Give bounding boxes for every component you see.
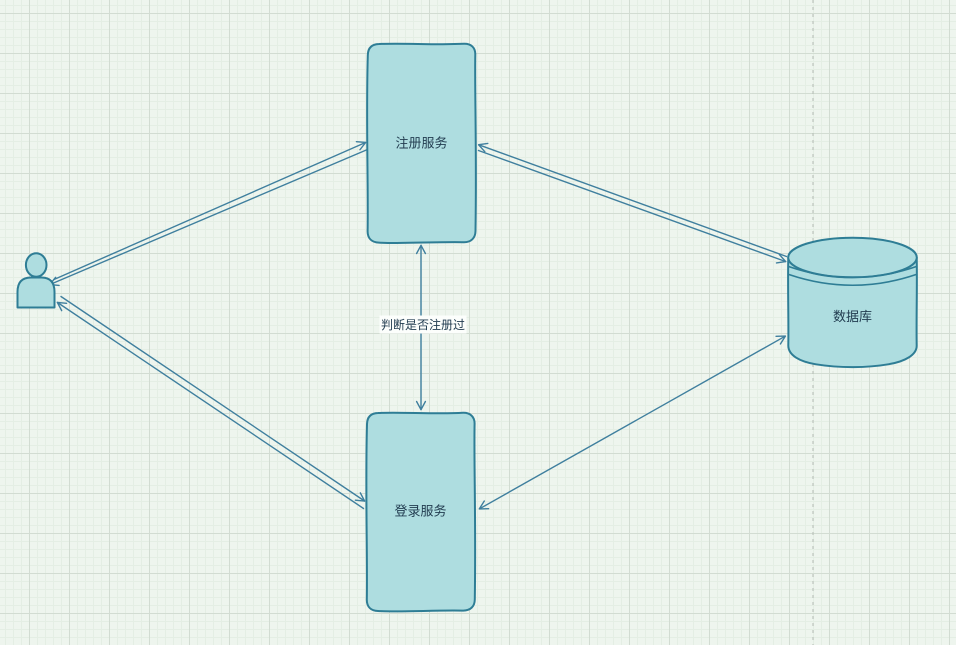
- user-actor-icon: [16, 252, 56, 309]
- edge-login-database[interactable]: [478, 335, 787, 510]
- edge-user-login[interactable]: [60, 295, 366, 502]
- database-rim-line-2: [788, 273, 917, 287]
- node-login-service[interactable]: 登录服务: [365, 411, 477, 613]
- edge-database-register[interactable]: [477, 142, 788, 258]
- node-user[interactable]: [16, 252, 56, 309]
- edge-label-background: [379, 315, 467, 334]
- edge-login-user[interactable]: [56, 301, 365, 510]
- node-database-label: 数据库: [833, 309, 872, 324]
- node-login-service-label: 登录服务: [394, 504, 446, 519]
- node-register-service[interactable]: 注册服务: [366, 42, 477, 245]
- edge-register-login-label[interactable]: 判断是否注册过: [379, 315, 467, 334]
- database-cylinder-body: [787, 256, 918, 369]
- edge-user-register[interactable]: [53, 140, 367, 281]
- edge-register-user[interactable]: [49, 148, 369, 287]
- node-database[interactable]: 数据库: [787, 236, 918, 369]
- edge-register-database[interactable]: [477, 149, 787, 264]
- database-rim-line-1: [788, 265, 917, 279]
- node-register-service-label: 注册服务: [395, 136, 447, 151]
- edge-label-text: 判断是否注册过: [381, 317, 465, 332]
